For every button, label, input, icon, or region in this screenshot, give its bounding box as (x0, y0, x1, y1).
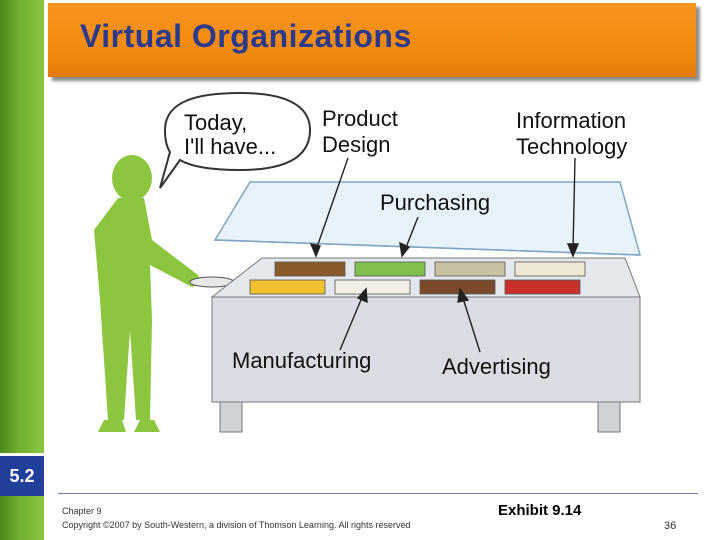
label-information-technology-2: Technology (516, 134, 627, 159)
exhibit-label: Exhibit 9.14 (498, 502, 582, 519)
speech-line-1: Today, (184, 110, 247, 135)
speech-line-2: I'll have... (184, 134, 276, 159)
label-information-technology-1: Information (516, 108, 626, 133)
label-manufacturing: Manufacturing (232, 348, 371, 373)
label-purchasing: Purchasing (380, 190, 490, 215)
footer-chapter: Chapter 9 (62, 506, 102, 516)
title-banner (48, 3, 696, 77)
pointer-arrows (309, 157, 580, 353)
salad-bar-counter (210, 181, 641, 433)
label-product-design-1: Product (322, 106, 398, 131)
speech-bubble: Today, I'll have... (159, 91, 312, 189)
footer-copyright: Copyright ©2007 by South-Western, a divi… (62, 520, 411, 530)
slide-title: Virtual Organizations (80, 18, 412, 54)
left-accent-bar (0, 0, 44, 540)
label-advertising: Advertising (442, 354, 551, 379)
section-number: 5.2 (9, 466, 35, 486)
label-product-design-2: Design (322, 132, 390, 157)
salad-bar-illustration: Today, I'll have... Product Design Infor… (94, 91, 641, 433)
page-number: 36 (664, 520, 677, 532)
person-silhouette (94, 155, 202, 432)
footer-divider (58, 493, 698, 494)
section-badge: 5.2 (0, 453, 44, 496)
